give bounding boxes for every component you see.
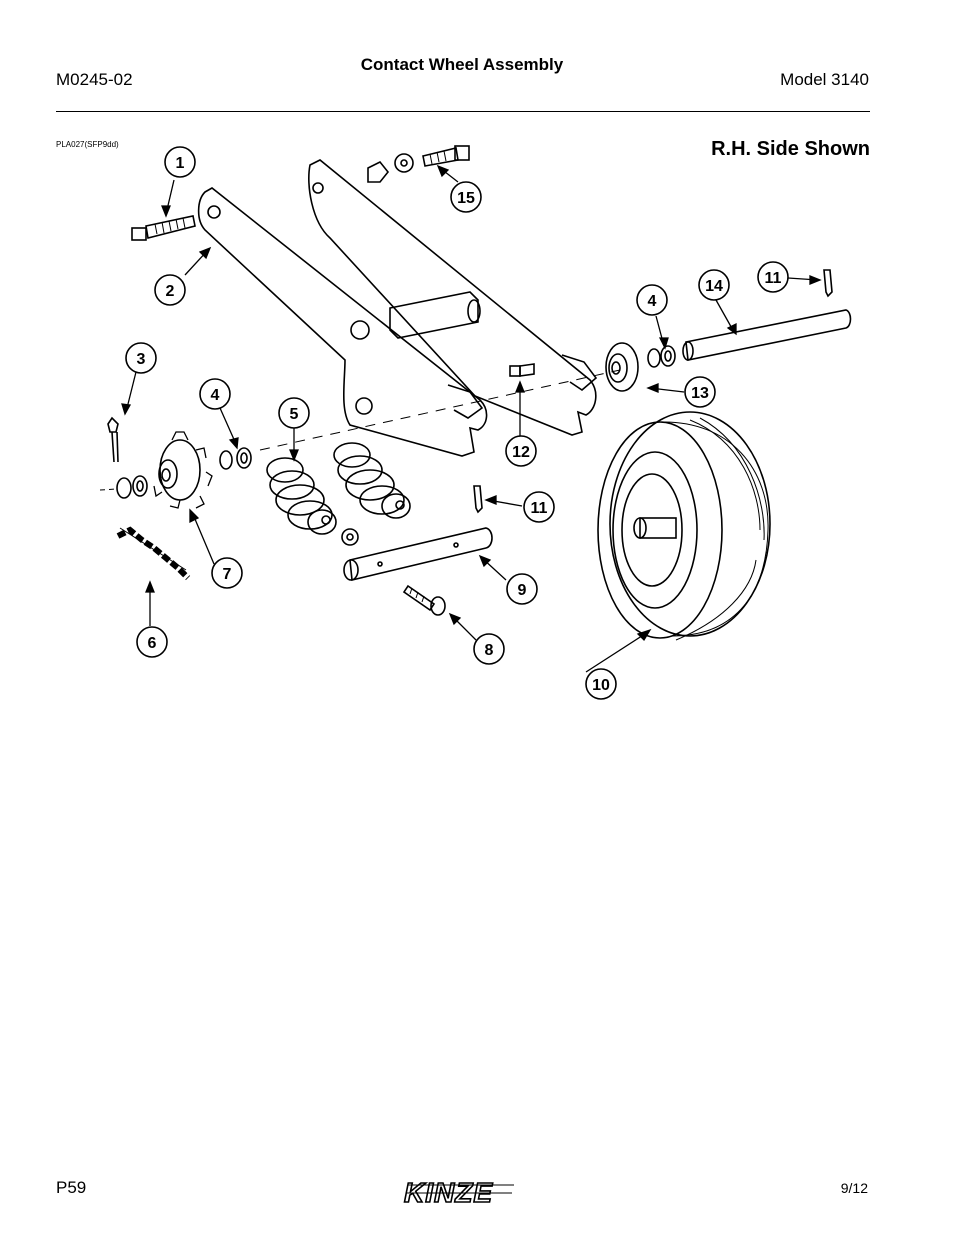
spring-left bbox=[266, 457, 337, 535]
nut-small bbox=[341, 528, 359, 546]
callout-label: 12 bbox=[512, 444, 530, 461]
arm-front bbox=[197, 187, 488, 457]
callout-label: 8 bbox=[485, 642, 494, 659]
shaft-9 bbox=[343, 527, 493, 581]
callout-label: 10 bbox=[592, 677, 610, 694]
callouts bbox=[125, 146, 789, 700]
wheel-10 bbox=[597, 411, 771, 641]
callout-label: 1 bbox=[176, 155, 185, 172]
callout-9 bbox=[506, 573, 538, 605]
callout-label: 14 bbox=[705, 278, 723, 295]
callout-label: 11 bbox=[765, 270, 782, 287]
callout-label: 3 bbox=[137, 351, 146, 368]
document-number: M0245-02 bbox=[56, 70, 133, 89]
callout-10 bbox=[585, 668, 617, 700]
callout-2 bbox=[154, 274, 186, 306]
washers-left-lower bbox=[99, 475, 148, 499]
callout-6 bbox=[136, 626, 168, 658]
callout-label: 4 bbox=[211, 387, 220, 404]
bolt-8 bbox=[402, 584, 446, 616]
callout-label: 2 bbox=[166, 283, 175, 300]
callout-4-right bbox=[636, 284, 668, 316]
callout-12 bbox=[505, 435, 537, 467]
callout-7 bbox=[211, 557, 243, 589]
header-rule bbox=[56, 111, 870, 112]
callout-label: 6 bbox=[148, 635, 157, 652]
hub-13 bbox=[605, 342, 639, 392]
bolt-1 bbox=[131, 215, 196, 241]
cotter-pin-11-right bbox=[823, 269, 833, 298]
bolt-15 bbox=[367, 145, 470, 183]
callout-label: 13 bbox=[691, 385, 709, 402]
page-number: P59 bbox=[56, 1178, 87, 1197]
callout-15 bbox=[450, 181, 482, 213]
slot-bracket-front bbox=[447, 384, 484, 419]
callout-11-center bbox=[523, 491, 555, 523]
callout-11-right bbox=[757, 261, 789, 293]
callout-3 bbox=[125, 342, 157, 374]
revision-date: 9/12 bbox=[840, 1180, 868, 1196]
cotter-pin-11-center bbox=[473, 485, 483, 514]
callout-label: 7 bbox=[223, 566, 232, 583]
callout-labels: 1 2 3 4 5 6 7 8 9 10 11 12 13 14 15 4 11 bbox=[137, 155, 782, 694]
callout-label: 15 bbox=[457, 190, 475, 207]
callout-13 bbox=[684, 376, 716, 408]
callout-5 bbox=[278, 397, 310, 429]
slot-bracket-rear bbox=[561, 354, 598, 392]
callout-label: 4 bbox=[648, 293, 657, 310]
callout-label: 5 bbox=[290, 406, 299, 423]
model-label: Model 3140 bbox=[780, 70, 869, 89]
callout-14 bbox=[698, 269, 730, 301]
axis-line bbox=[259, 369, 621, 451]
cross-tube bbox=[389, 291, 481, 339]
kinze-logo-text: KINZE bbox=[404, 1177, 493, 1208]
leader-lines bbox=[121, 164, 822, 673]
callout-4-left bbox=[199, 378, 231, 410]
washers-4-right bbox=[647, 345, 676, 368]
arm-rear bbox=[308, 159, 597, 436]
page-title: Contact Wheel Assembly bbox=[360, 55, 564, 74]
pin-3 bbox=[107, 416, 119, 463]
spring-right bbox=[333, 442, 411, 519]
sprocket-7 bbox=[153, 431, 213, 509]
callout-1 bbox=[164, 146, 196, 178]
chain-6 bbox=[116, 526, 191, 581]
callout-label: 11 bbox=[531, 500, 548, 517]
callout-label: 9 bbox=[518, 582, 527, 599]
side-note: R.H. Side Shown bbox=[711, 138, 870, 160]
figure-id: PLA027(SFP9dd) bbox=[56, 140, 119, 149]
bolt-12 bbox=[509, 363, 535, 377]
callout-8 bbox=[473, 633, 505, 665]
axle-14 bbox=[682, 309, 852, 361]
washers-4-left bbox=[219, 447, 252, 470]
kinze-logo: KINZE bbox=[403, 1176, 514, 1208]
